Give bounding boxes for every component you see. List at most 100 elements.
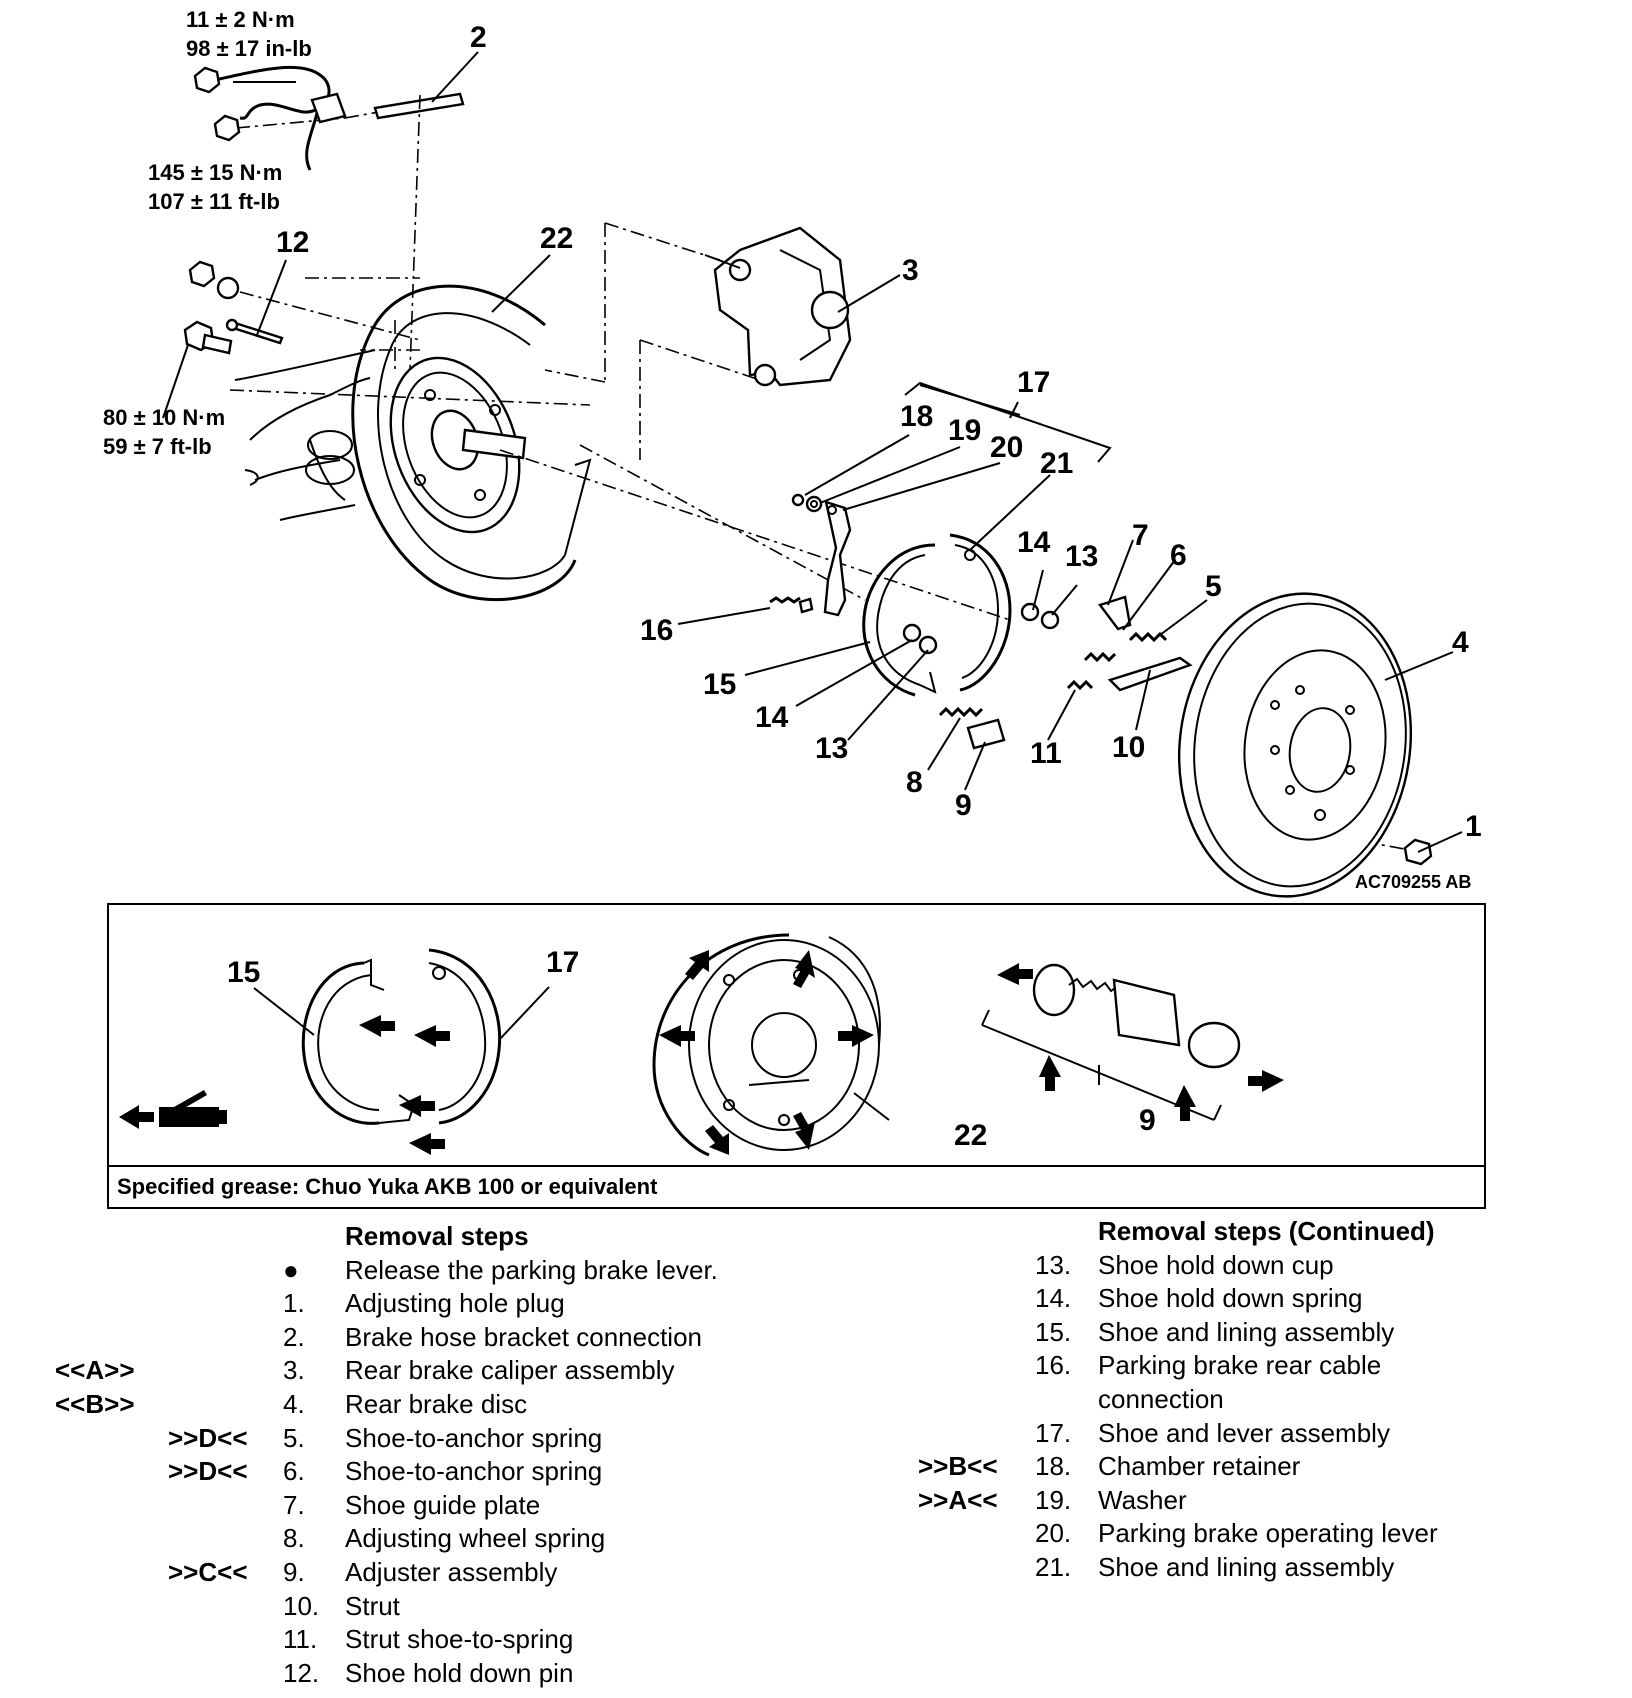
step-number: 15. <box>1035 1316 1072 1347</box>
leader-lines <box>162 51 1463 853</box>
callout-5: 5 <box>1205 570 1222 603</box>
callout-1: 1 <box>1465 810 1482 843</box>
callout-16: 16 <box>640 614 673 647</box>
torque-3-alt: 59 ± 7 ft-lb <box>103 434 212 459</box>
step-number: 8. <box>283 1523 305 1554</box>
callout-8: 8 <box>906 766 923 799</box>
step-text: Shoe and lever assembly <box>1098 1417 1390 1448</box>
heading-text: Removal steps <box>345 1221 529 1251</box>
callout-20: 20 <box>990 431 1023 464</box>
step-text: Chamber retainer <box>1098 1451 1301 1482</box>
callout-6: 6 <box>1170 539 1187 572</box>
step-row: 13. Shoe hold down cup <box>820 1249 1630 1283</box>
grease-callout-22: 22 <box>954 1119 987 1152</box>
shoe-assemblies-grease <box>301 948 502 1125</box>
shoe-hold-down-pin <box>225 318 284 345</box>
step-number: ● <box>283 1254 299 1285</box>
step-row: 20.Parking brake operating lever <box>820 1517 1630 1551</box>
callout-7: 7 <box>1132 519 1149 552</box>
step-row: 21. Shoe and lining assembly <box>820 1551 1630 1585</box>
step-row: 15. Shoe and lining assembly <box>820 1316 1630 1350</box>
step-text: Shoe hold down spring <box>1098 1283 1363 1314</box>
step-row: >>D<< 6. Shoe-to-anchor spring <box>0 1455 800 1489</box>
step-number: 1. <box>283 1288 305 1319</box>
grease-arrows <box>359 950 1284 1155</box>
callout-13: 13 <box>1065 540 1098 573</box>
grease-points-illustration: 15 17 22 9 <box>119 933 1284 1157</box>
step-row: 8.Adjusting wheel spring <box>0 1522 800 1556</box>
step-number: 3. <box>283 1355 305 1386</box>
step-text: Rear brake caliper assembly <box>345 1355 675 1386</box>
step-text: Parking brake rear cable <box>1098 1350 1382 1381</box>
parking-brake-lever <box>823 500 852 617</box>
step-text: Shoe-to-anchor spring <box>345 1422 603 1453</box>
step-code: >>A<< <box>918 1484 998 1515</box>
removal-steps-heading: Removal steps <box>0 1220 800 1254</box>
step-number: 4. <box>283 1388 305 1419</box>
callout-13b: 13 <box>815 732 848 765</box>
step-text: Shoe and lining assembly <box>1098 1316 1395 1347</box>
callout-12: 12 <box>276 226 309 259</box>
step-code: >>D<< <box>168 1456 248 1487</box>
step-text: Shoe and lining assembly <box>1098 1551 1395 1582</box>
step-text: Rear brake disc <box>345 1388 528 1419</box>
step-text: Shoe-to-anchor spring <box>345 1456 603 1487</box>
callout-17: 17 <box>1017 366 1050 399</box>
step-text: Strut <box>345 1590 400 1621</box>
step-text: Shoe hold down pin <box>345 1657 574 1688</box>
step-text: Release the parking brake lever. <box>345 1254 718 1285</box>
grease-callout-15: 15 <box>227 956 260 989</box>
callout-3: 3 <box>902 254 919 287</box>
callout-11: 11 <box>1030 737 1062 770</box>
step-text: Parking brake operating lever <box>1098 1518 1438 1549</box>
step-row: 14. Shoe hold down spring <box>820 1282 1630 1316</box>
knuckle-housing <box>234 349 376 521</box>
step-text: connection <box>1098 1383 1224 1414</box>
step-row: 1. Adjusting hole plug <box>0 1287 800 1321</box>
removal-steps-right: Removal steps (Continued) 13. Shoe hold d… <box>820 1215 1630 1585</box>
torque-2-alt: 107 ± 11 ft-lb <box>148 189 280 214</box>
exploded-brake-diagram: 11 ± 2 N·m 98 ± 17 in-lb 145 ± 15 N·m 10… <box>103 7 1482 898</box>
grease-note: Specified grease: Chuo Yuka AKB 100 or e… <box>109 1165 1484 1207</box>
figure-code: AC709255 AB <box>1355 872 1471 892</box>
step-row: <<A>> 3. Rear brake caliper assembly <box>0 1354 800 1388</box>
step-number: 5. <box>283 1422 305 1453</box>
callout-19: 19 <box>948 414 981 447</box>
step-row: 7.Shoe guide plate <box>0 1489 800 1523</box>
dust-shield-grease <box>652 933 881 1157</box>
step-row: connection <box>820 1383 1630 1417</box>
chamber-retainer-washer <box>791 493 823 513</box>
step-code: <<A>> <box>55 1355 135 1386</box>
step-text: Adjuster assembly <box>345 1556 558 1587</box>
backing-plate <box>389 356 527 534</box>
brake-hose <box>193 65 465 171</box>
step-text: Shoe hold down cup <box>1098 1249 1334 1280</box>
step-row: >>D<<5.Shoe-to-anchor spring <box>0 1422 800 1456</box>
callout-15: 15 <box>703 668 736 701</box>
callout-14: 14 <box>1017 526 1051 559</box>
step-number: 21. <box>1035 1551 1072 1582</box>
step-number: 11. <box>283 1624 318 1655</box>
callout-18: 18 <box>900 400 933 433</box>
step-row: 17.Shoe and lever assembly <box>820 1417 1630 1451</box>
step-text: Washer <box>1098 1484 1187 1515</box>
removal-steps-continued-heading: Removal steps (Continued) <box>820 1215 1630 1249</box>
step-row: <<B>>4.Rear brake disc <box>0 1388 800 1422</box>
grease-callout-17: 17 <box>546 946 579 979</box>
grease-gun-icon <box>119 1090 227 1129</box>
step-text: Adjusting hole plug <box>345 1288 565 1319</box>
step-number: 9. <box>283 1556 305 1587</box>
callout-4: 4 <box>1452 626 1469 659</box>
step-number: 13. <box>1035 1249 1072 1280</box>
step-number: 19. <box>1035 1484 1072 1515</box>
step-row: >>B<<18.Chamber retainer <box>820 1450 1630 1484</box>
step-number: 16. <box>1035 1350 1072 1381</box>
torque-2-nm: 145 ± 15 N·m <box>148 160 282 185</box>
step-number: 10. <box>283 1590 320 1621</box>
step-text: Brake hose bracket connection <box>345 1321 702 1352</box>
step-number: 6. <box>283 1456 305 1487</box>
callout-2: 2 <box>470 21 487 54</box>
step-number: 14. <box>1035 1283 1072 1314</box>
torque-1-nm: 11 ± 2 N·m <box>186 7 295 32</box>
brake-caliper <box>704 226 852 387</box>
